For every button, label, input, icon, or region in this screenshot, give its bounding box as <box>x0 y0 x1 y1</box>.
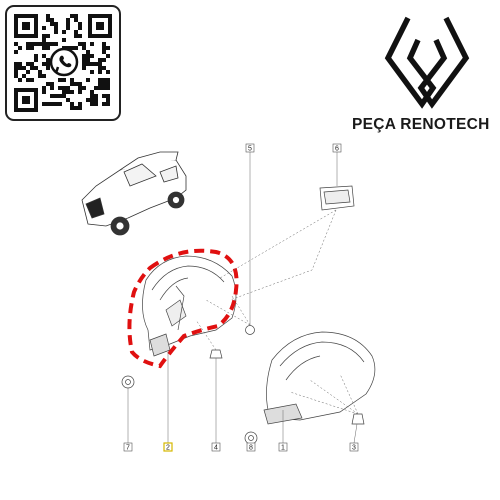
callout-label-1: 1 <box>281 445 285 452</box>
callout-1: 1 <box>278 410 288 452</box>
brand-name: PEÇA RENOTECH <box>352 116 490 133</box>
callout-label-5: 5 <box>248 146 252 153</box>
callout-label-3: 3 <box>352 445 356 452</box>
part-5-screw[interactable] <box>245 325 255 335</box>
qr-code[interactable] <box>5 5 121 121</box>
highlight-outline <box>127 248 239 369</box>
callout-8: 8 <box>246 442 256 452</box>
part-1-wheel-arch-liner[interactable] <box>263 331 376 425</box>
callout-3: 3 <box>349 423 359 452</box>
callout-label-8: 8 <box>249 445 253 452</box>
callout-label-6: 6 <box>335 146 339 153</box>
callout-label-2: 2 <box>166 445 170 452</box>
callout-7: 7 <box>123 388 133 452</box>
part-4-screw[interactable] <box>209 349 223 359</box>
callout-label-4: 4 <box>214 445 218 452</box>
assembly-lines <box>195 209 359 415</box>
callout-5: 5 <box>245 143 255 325</box>
callout-4: 4 <box>211 358 221 452</box>
part-6-clip-block[interactable] <box>319 185 355 211</box>
part-8-washer[interactable] <box>244 431 258 445</box>
part-3-screw[interactable] <box>351 413 365 425</box>
car-illustration <box>81 151 187 236</box>
callout-6: 6 <box>332 143 342 186</box>
part-7-washer[interactable] <box>121 375 135 389</box>
whatsapp-icon <box>49 47 79 77</box>
part-2-wheel-arch-liner[interactable] <box>142 255 237 357</box>
callout-2: 2 <box>163 352 173 452</box>
renault-diamond-logo <box>384 16 470 109</box>
callout-label-7: 7 <box>126 445 130 452</box>
